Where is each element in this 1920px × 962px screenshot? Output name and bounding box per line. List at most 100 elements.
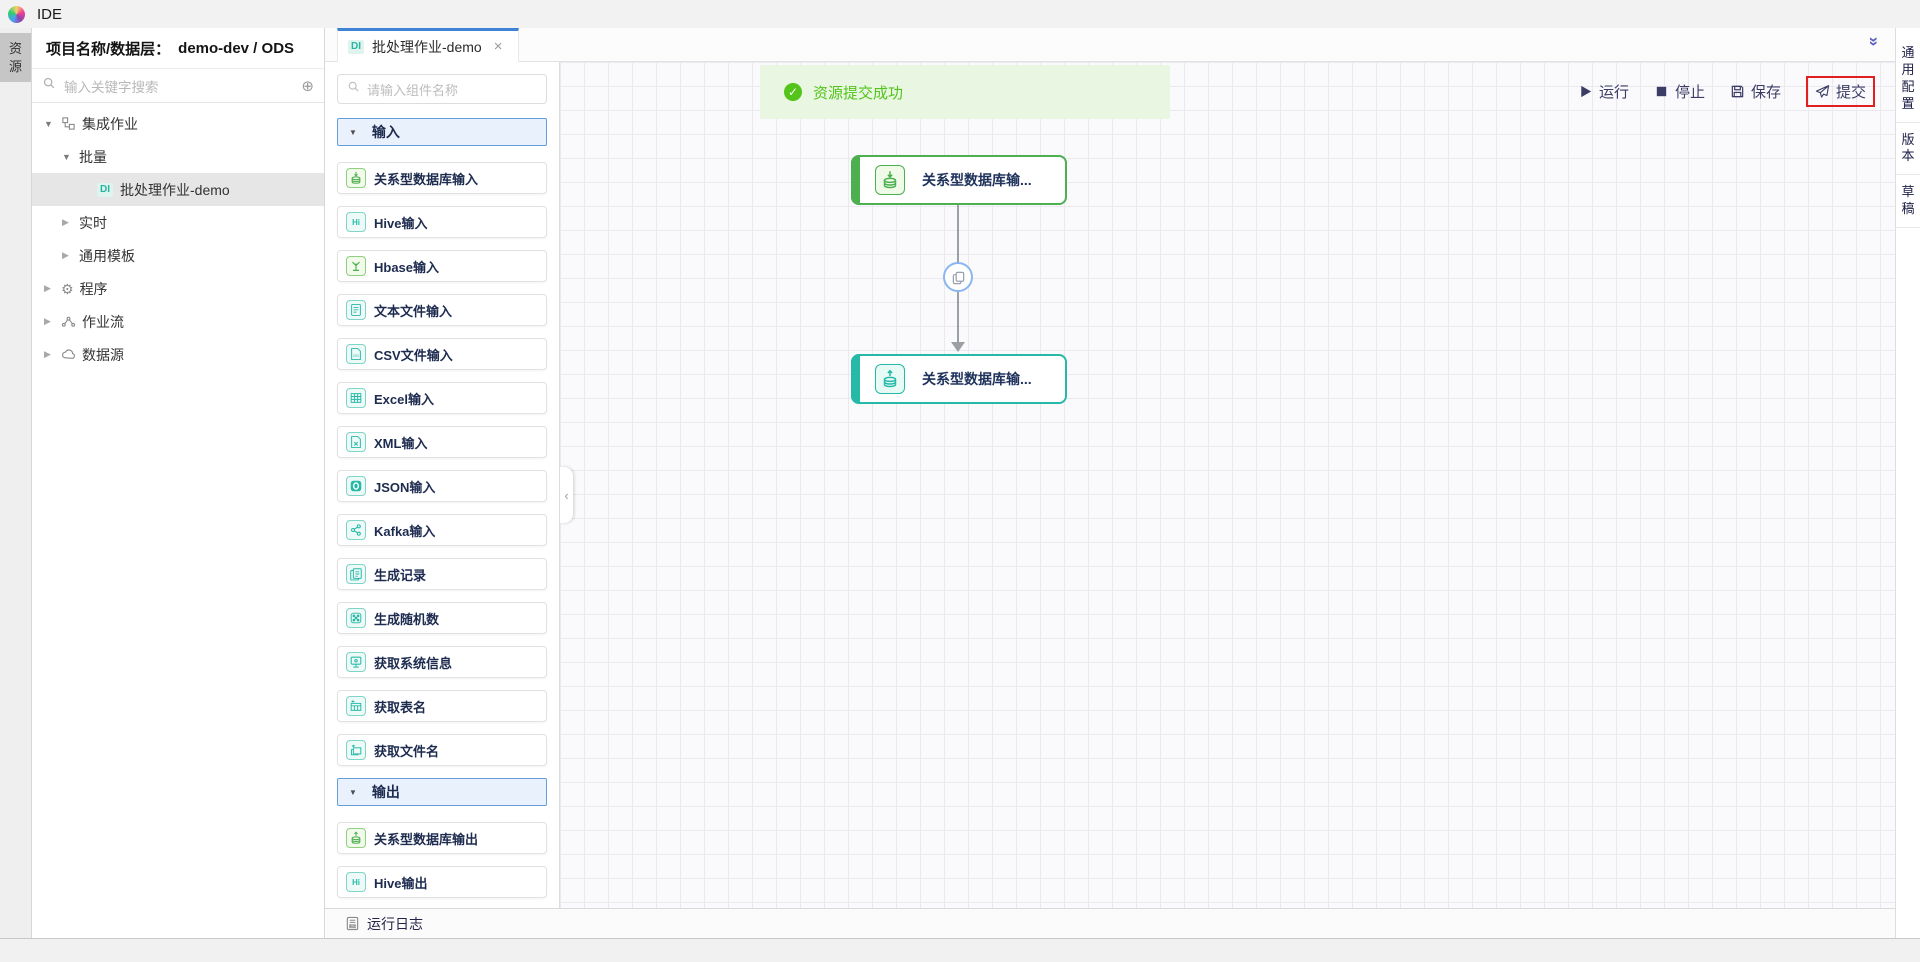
play-icon — [1578, 84, 1593, 99]
palette-item-XML输入[interactable]: XML输入 — [337, 426, 547, 458]
palette-item-Hbase输入[interactable]: Hbase输入 — [337, 250, 547, 282]
table-icon — [346, 696, 366, 716]
palette-item-label: 获取系统信息 — [374, 655, 453, 671]
db-in-icon — [875, 165, 905, 195]
tree-item-数据源[interactable]: ▶ 数据源 — [32, 338, 324, 371]
palette-item-关系型数据库输入[interactable]: 关系型数据库输入 — [337, 162, 547, 194]
palette-section-输入[interactable]: ▼ 输入 — [337, 118, 547, 146]
palette-item-JSON输入[interactable]: JSON输入 — [337, 470, 547, 502]
palette-item-获取表名[interactable]: 获取表名 — [337, 690, 547, 722]
tree-item-作业流[interactable]: ▶作业流 — [32, 305, 324, 338]
停止-button[interactable]: 停止 — [1654, 81, 1705, 102]
right-rail-item-版本[interactable]: 版本 — [1896, 123, 1920, 176]
tree-item-label: 程序 — [79, 280, 108, 297]
section-arrow-icon: ▼ — [349, 127, 357, 137]
run-log-bar[interactable]: LOG 运行日志 — [325, 908, 1895, 938]
expand-open-icon[interactable]: ▼ — [44, 118, 53, 129]
db-in-icon — [346, 168, 366, 188]
explorer-search[interactable]: 输入关键字搜索 ⊕ — [32, 69, 324, 103]
flow-canvas[interactable]: ✓ 资源提交成功 运行 停止 保存 提交 关系型数据库输... 关系型数据库输... ‹ — [560, 62, 1895, 908]
di-badge: DI — [348, 39, 364, 54]
send-icon — [1815, 84, 1830, 99]
right-rail-item-通用配置[interactable]: 通用配置 — [1896, 36, 1920, 123]
success-banner: ✓ 资源提交成功 — [760, 65, 1170, 119]
files-icon — [346, 740, 366, 760]
rail-tab-resources[interactable]: 资源 — [0, 33, 31, 83]
palette-item-Excel输入[interactable]: Excel输入 — [337, 382, 547, 414]
hbase-icon — [346, 256, 366, 276]
locate-icon[interactable]: ⊕ — [301, 77, 314, 95]
palette-item-生成随机数[interactable]: 生成随机数 — [337, 602, 547, 634]
tree-item-程序[interactable]: ▶ ⚙ 程序 — [32, 272, 324, 305]
chevrons-down-icon[interactable]: » — [1864, 36, 1884, 47]
toolbar-button-label: 提交 — [1835, 84, 1866, 101]
flow-icon — [61, 314, 76, 329]
palette-item-label: 关系型数据库输入 — [374, 171, 479, 187]
tab-batch-job-demo[interactable]: DI 批处理作业-demo × — [337, 28, 519, 62]
doc-copy-icon — [346, 564, 366, 584]
palette-collapse-handle[interactable]: ‹ — [560, 467, 573, 523]
palette-section-输出[interactable]: ▼输出 — [337, 778, 547, 806]
运行-button[interactable]: 运行 — [1578, 81, 1629, 102]
tab-label: 批处理作业-demo — [372, 38, 482, 55]
explorer-panel: 项目名称/数据层： demo-dev / ODS 输入关键字搜索 ⊕ ▼集成作业… — [32, 28, 325, 938]
copy-icon — [952, 271, 964, 284]
db-out-icon — [346, 828, 366, 848]
palette-search-input[interactable]: 请输入组件名称 — [337, 74, 547, 104]
expand-closed-icon[interactable]: ▶ — [44, 283, 51, 293]
toolbar-button-label: 保存 — [1750, 84, 1781, 101]
close-icon[interactable]: × — [493, 38, 503, 55]
expand-open-icon[interactable]: ▼ — [62, 151, 71, 162]
flow-node-2[interactable]: 关系型数据库输... — [851, 354, 1067, 404]
tree-item-批量[interactable]: ▼批量 — [32, 140, 324, 173]
palette-item-label: Hive输出 — [374, 875, 428, 891]
log-icon: LOG — [346, 916, 359, 931]
expand-closed-icon[interactable]: ▶ — [44, 349, 51, 359]
integration-icon — [61, 116, 76, 131]
flow-node-1[interactable]: 关系型数据库输... — [851, 155, 1067, 205]
tree-item-label: 实时 — [79, 214, 107, 231]
footer — [0, 938, 1920, 962]
palette-item-label: 关系型数据库输出 — [374, 831, 479, 847]
expand-closed-icon[interactable]: ▶ — [62, 250, 69, 260]
tab-bar: DI 批处理作业-demo × » — [325, 28, 1895, 62]
explorer-search-placeholder: 输入关键字搜索 — [64, 79, 159, 95]
palette-item-label: Hbase输入 — [374, 259, 440, 275]
toolbar-button-label: 停止 — [1674, 84, 1705, 101]
tree-item-集成作业[interactable]: ▼集成作业 — [32, 107, 324, 140]
json-icon — [346, 476, 366, 496]
palette-item-label: 生成记录 — [374, 567, 427, 583]
palette-item-Hive输出[interactable]: Hi Hive输出 — [337, 866, 547, 898]
file-text-icon — [346, 300, 366, 320]
expand-closed-icon[interactable]: ▶ — [44, 316, 51, 326]
db-out-icon — [875, 364, 905, 394]
gear-icon: ⚙ — [61, 280, 74, 297]
right-rail: 通用配置版本草稿 — [1895, 28, 1920, 938]
tree-item-通用模板[interactable]: ▶通用模板 — [32, 239, 324, 272]
palette-item-关系型数据库输出[interactable]: 关系型数据库输出 — [337, 822, 547, 854]
palette-item-获取系统信息[interactable]: 获取系统信息 — [337, 646, 547, 678]
search-icon — [42, 76, 56, 95]
palette-item-获取文件名[interactable]: 获取文件名 — [337, 734, 547, 766]
保存-button[interactable]: 保存 — [1730, 81, 1781, 102]
cloud-icon — [61, 347, 76, 362]
tree-item-实时[interactable]: ▶ 实时 — [32, 206, 324, 239]
right-rail-label: 通用配置 — [1901, 45, 1915, 111]
expand-closed-icon[interactable]: ▶ — [62, 217, 69, 227]
section-label: 输入 — [371, 124, 400, 140]
palette-item-生成记录[interactable]: 生成记录 — [337, 558, 547, 590]
tree-item-label: 数据源 — [82, 346, 124, 363]
app-title: IDE — [37, 5, 63, 23]
palette-item-文本文件输入[interactable]: 文本文件输入 — [337, 294, 547, 326]
提交-button[interactable]: 提交 — [1805, 76, 1875, 107]
dice-icon — [346, 608, 366, 628]
palette-item-Kafka输入[interactable]: Kafka输入 — [337, 514, 547, 546]
edge-midpoint-button[interactable] — [943, 262, 973, 292]
right-rail-item-草稿[interactable]: 草稿 — [1896, 175, 1920, 229]
hive-icon: Hi — [346, 872, 366, 892]
